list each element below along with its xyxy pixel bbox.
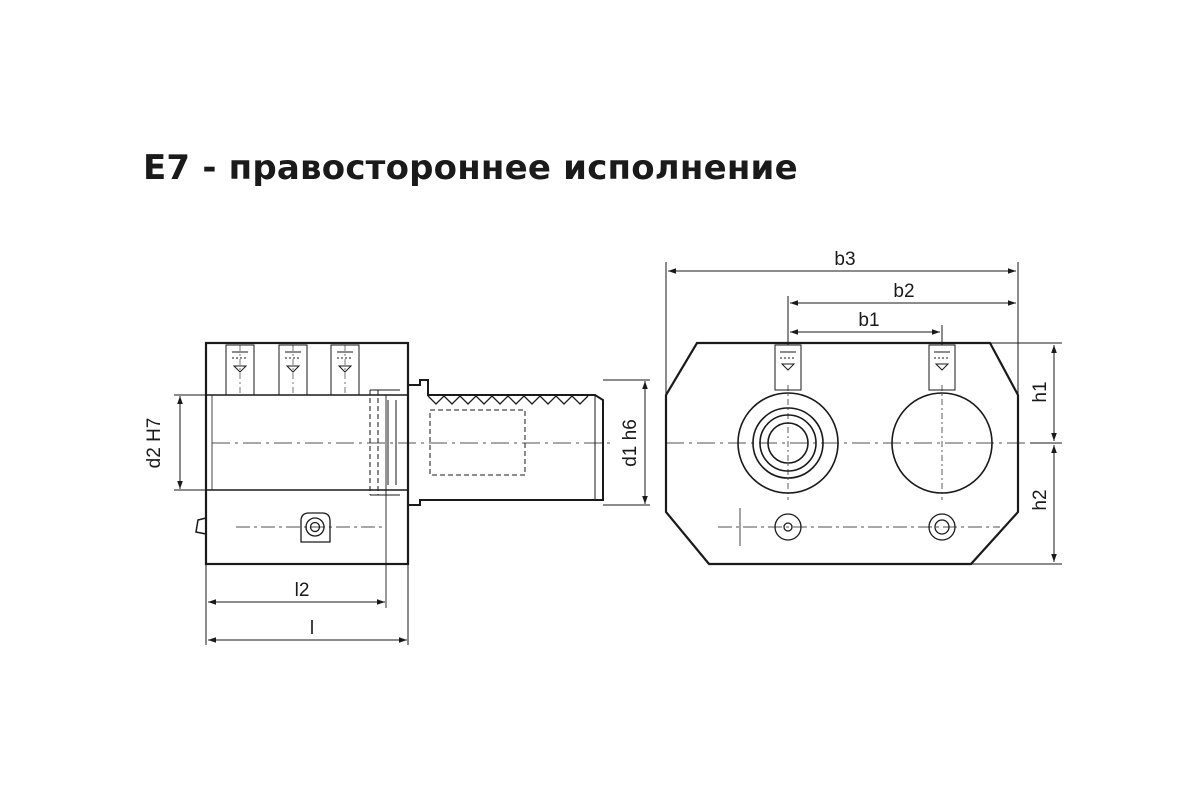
dim-l2 bbox=[205, 564, 385, 645]
dim-d1 bbox=[603, 379, 650, 506]
dim-h1 bbox=[990, 342, 1062, 444]
label-h2: h2 bbox=[1030, 489, 1051, 510]
holder-body bbox=[204, 341, 410, 566]
label-d2: d2 H7 bbox=[144, 418, 165, 469]
dim-d2 bbox=[174, 394, 206, 491]
right-bore bbox=[891, 385, 993, 500]
label-h1: h1 bbox=[1030, 381, 1051, 402]
label-b1: b1 bbox=[858, 310, 879, 331]
dim-b3 bbox=[665, 262, 1019, 395]
drawing-title: E7 - правостороннее исполнение bbox=[143, 148, 798, 188]
dim-h2 bbox=[971, 445, 1062, 565]
cross-bolt bbox=[195, 512, 386, 543]
lower-screws bbox=[718, 508, 1000, 546]
label-b2: b2 bbox=[893, 281, 914, 302]
label-l2: l2 bbox=[295, 580, 310, 601]
label-l: l bbox=[310, 618, 314, 639]
front-screws bbox=[774, 344, 956, 391]
shank bbox=[408, 379, 604, 506]
label-b3: b3 bbox=[834, 249, 855, 270]
dim-b2 bbox=[787, 296, 1016, 345]
side-view bbox=[174, 341, 650, 645]
clamp-screws bbox=[225, 344, 360, 396]
label-d1: d1 h6 bbox=[620, 419, 641, 467]
dim-l bbox=[208, 564, 409, 645]
front-plate bbox=[664, 341, 1020, 566]
left-bore bbox=[737, 385, 839, 500]
dim-b1 bbox=[790, 325, 943, 345]
front-view bbox=[664, 262, 1062, 566]
